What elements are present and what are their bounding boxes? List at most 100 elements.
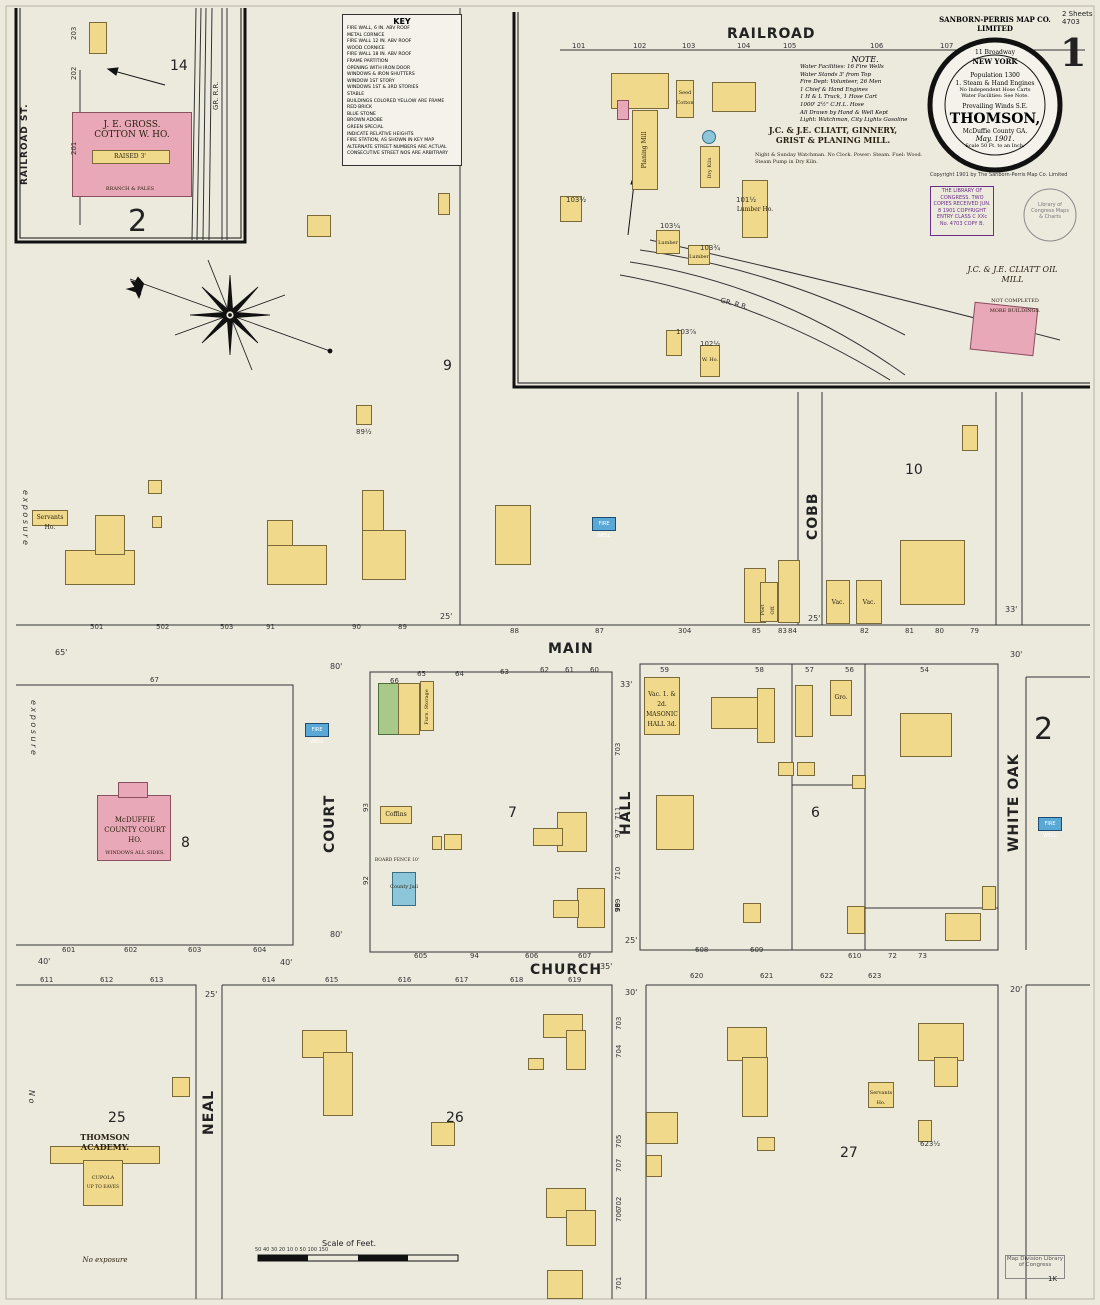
map-date: May. 1901. bbox=[975, 135, 1015, 143]
fire-well-icon: FIRE WELL bbox=[305, 723, 329, 745]
block-number: 10 bbox=[905, 462, 923, 478]
street-railroad-st: RAILROAD ST. bbox=[20, 103, 30, 185]
house-number: 79 bbox=[970, 627, 979, 635]
house-number: 614 bbox=[262, 976, 276, 984]
building-store bbox=[778, 560, 800, 623]
house-number: 707 bbox=[615, 1158, 623, 1172]
street-width: 25' bbox=[625, 936, 638, 945]
building-outbuilding bbox=[528, 1058, 544, 1070]
publisher-winds: Prevailing Winds S.E. bbox=[962, 103, 1028, 110]
no-exposure-vertical: N o bbox=[27, 1090, 36, 1104]
servants-house-label: Servants Ho. bbox=[869, 1090, 893, 1106]
building-dwelling bbox=[711, 697, 761, 729]
key-line: WINDOWS & IRON SHUTTERS bbox=[347, 72, 415, 78]
street-width: 40' bbox=[38, 957, 51, 966]
grocery-label: Gro. bbox=[834, 694, 848, 701]
building-court-house-tower bbox=[118, 782, 148, 798]
academy-cupola: CUPOLA bbox=[91, 1175, 115, 1181]
house-number: 622 bbox=[820, 972, 834, 980]
street-width: 80' bbox=[330, 930, 343, 939]
street-railroad: RAILROAD bbox=[727, 26, 816, 42]
street-width: 33' bbox=[1005, 605, 1018, 614]
building-engine-room bbox=[617, 100, 629, 120]
cotton-warehouse-label: J. E. GROSS. COTTON W. HO. bbox=[94, 120, 170, 140]
publisher-population: Population 1300 bbox=[970, 72, 1020, 79]
house-number: 85 bbox=[752, 627, 761, 635]
house-number: 103¾ bbox=[700, 244, 721, 252]
building-frame bbox=[89, 22, 107, 54]
street-width: 65' bbox=[55, 648, 68, 657]
block-number: 27 bbox=[840, 1145, 858, 1161]
publisher-address: 11 Broadway bbox=[975, 49, 1015, 56]
house-number: 609 bbox=[750, 946, 764, 954]
house-number: 613 bbox=[150, 976, 164, 984]
house-number: 618 bbox=[510, 976, 524, 984]
street-width: 25' bbox=[808, 614, 821, 623]
vacant-label: Vac. bbox=[831, 599, 845, 606]
building-dwelling bbox=[934, 1057, 958, 1087]
house-number: 64 bbox=[455, 670, 464, 678]
house-number: 73 bbox=[918, 952, 927, 960]
building-dwelling bbox=[323, 1052, 353, 1116]
building-dwelling bbox=[267, 545, 327, 585]
building-outbuilding bbox=[356, 405, 372, 425]
street-court: COURT bbox=[322, 794, 338, 853]
house-number: 611 bbox=[40, 976, 54, 984]
building-special bbox=[378, 683, 400, 735]
key-line: OPENING WITH IRON DOOR bbox=[347, 65, 411, 71]
key-line: FIRE WALL 18 IN. ABV ROOF bbox=[347, 52, 412, 58]
block-number-large: 2 bbox=[1034, 712, 1054, 747]
building-dwelling bbox=[566, 1030, 586, 1070]
building-dwelling bbox=[566, 1210, 596, 1246]
building-dwelling bbox=[362, 530, 406, 580]
note-line: Fire Dept: Volunteer, 26 Men bbox=[800, 79, 882, 86]
key-line: FIRE WALL, 6 IN. ABV ROOF bbox=[347, 26, 410, 31]
note-line: All Drawn by Hand & Well Kept bbox=[800, 109, 889, 116]
block-number: 14 bbox=[170, 58, 188, 74]
map-scale: Scale 50 Ft. to an Inch. bbox=[965, 143, 1025, 149]
house-number: 89½ bbox=[356, 428, 372, 436]
key-line: ALTERNATE STREET NUMBERS ARE ACTUAL bbox=[347, 144, 447, 150]
post-office-label: Post Off. bbox=[760, 604, 776, 616]
house-number: 58 bbox=[755, 666, 764, 674]
house-number: 103¼ bbox=[660, 222, 681, 230]
key-line: WOOD CORNICE bbox=[347, 45, 385, 51]
house-number: 603 bbox=[188, 946, 202, 954]
street-width: 25' bbox=[440, 612, 453, 621]
building-vacant bbox=[856, 580, 882, 624]
key-line: INDICATE RELATIVE HEIGHTS bbox=[347, 131, 414, 137]
block-number: 9 bbox=[443, 358, 452, 374]
rr-label-inset: GR. R.R. bbox=[212, 81, 220, 110]
house-number: 104 bbox=[737, 42, 751, 50]
building-dwelling bbox=[656, 795, 694, 850]
copyright: Copyright 1901 by The Sanborn-Perris Map… bbox=[930, 172, 1068, 178]
building-outbuilding bbox=[797, 762, 815, 776]
house-number: 81 bbox=[905, 627, 914, 635]
house-number: 616 bbox=[398, 976, 412, 984]
block-number: 25 bbox=[108, 1110, 126, 1126]
house-number: 59 bbox=[660, 666, 669, 674]
house-number: 91 bbox=[266, 623, 275, 631]
note-line: 1 Chief & Hand Engines bbox=[800, 86, 868, 93]
building-outbuilding bbox=[757, 1137, 775, 1151]
house-number: 703 bbox=[614, 742, 622, 756]
street-church: CHURCH bbox=[530, 962, 603, 978]
street-width: 25' bbox=[205, 990, 218, 999]
scale-ticks: 50 40 30 20 10 0 50 100 150 bbox=[255, 1247, 329, 1253]
key-line: FRAME PARTITION bbox=[347, 58, 388, 64]
building-dwelling bbox=[495, 505, 531, 565]
court-house-label: McDUFFIE COUNTY COURT HO. bbox=[104, 816, 166, 844]
house-number: 706 bbox=[615, 1208, 623, 1222]
building-tank bbox=[702, 130, 716, 144]
building-dwelling bbox=[95, 515, 125, 555]
building-vacant bbox=[826, 580, 850, 624]
key-line: FIRE WALL 12 IN. ABV ROOF bbox=[347, 39, 412, 45]
house-number: 101½ bbox=[736, 196, 757, 204]
key-line: BROWN ADOBE bbox=[347, 118, 383, 124]
house-number: 84 bbox=[788, 627, 797, 635]
house-number: 610 bbox=[848, 952, 862, 960]
house-number: 107 bbox=[940, 42, 954, 50]
street-width: 30' bbox=[625, 988, 638, 997]
note-line: 1 H & L Truck, 1 Hose Cart bbox=[800, 94, 878, 101]
